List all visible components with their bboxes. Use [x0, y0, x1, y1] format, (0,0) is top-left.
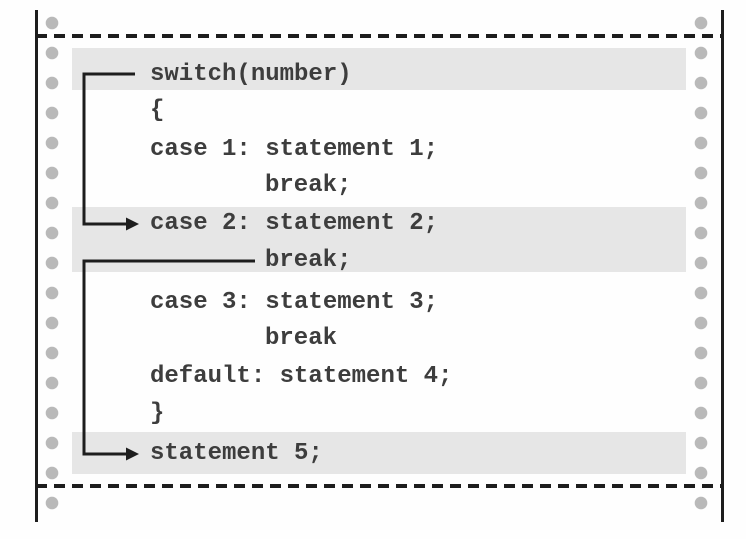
code-line-default: default: statement 4;: [150, 363, 453, 390]
perforation-dots-left: [45, 8, 59, 518]
code-line-switch-header: switch(number): [150, 61, 352, 88]
highlight-band-switch-line: [72, 48, 686, 90]
code-line-statement5: statement 5;: [150, 440, 323, 467]
arrow-break-to-statement5-icon: [82, 259, 255, 461]
tear-line-top: [36, 34, 722, 38]
code-line-open-brace: {: [150, 97, 165, 124]
code-line-break-case3: break: [265, 325, 338, 352]
code-line-break-case2: break;: [265, 247, 352, 274]
code-line-close-brace: }: [150, 400, 165, 427]
paper-edge-line-left: [35, 10, 38, 522]
code-line-break-case1: break;: [265, 172, 352, 199]
highlight-band-statement5-line: [72, 432, 686, 474]
tear-line-bottom: [36, 484, 722, 488]
perforation-dots-right: [694, 8, 708, 518]
arrow-switch-to-case2-icon: [82, 72, 139, 231]
code-line-case1: case 1: statement 1;: [150, 136, 439, 163]
paper-edge-line-right: [721, 10, 724, 522]
code-line-case2: case 2: statement 2;: [150, 210, 439, 237]
code-line-case3: case 3: statement 3;: [150, 289, 439, 316]
